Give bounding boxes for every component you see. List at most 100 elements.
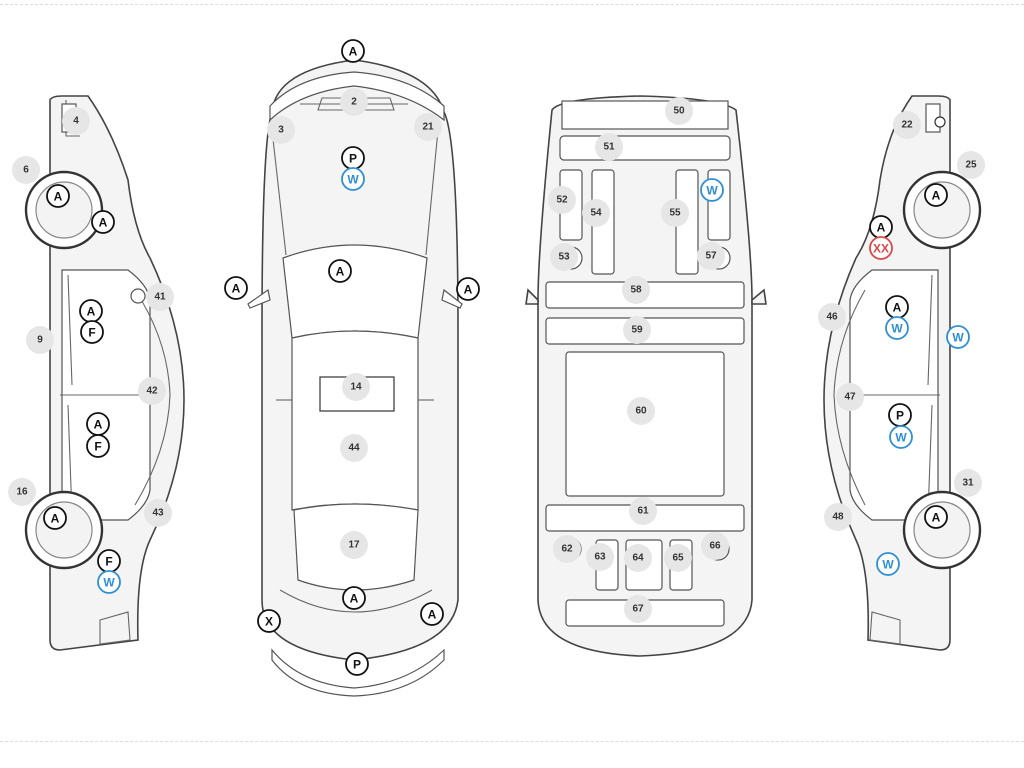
damage-mark-a[interactable]: A xyxy=(43,506,67,530)
zone-marker xyxy=(893,111,921,139)
damage-mark-circle xyxy=(924,183,948,207)
zone-number: 61 xyxy=(637,506,649,517)
damage-mark-a[interactable]: A xyxy=(91,210,115,234)
damage-mark-p[interactable]: P xyxy=(345,652,369,676)
zone-6[interactable]: 6 xyxy=(12,156,40,184)
zone-2[interactable]: 2 xyxy=(340,88,368,116)
zone-58[interactable]: 58 xyxy=(622,276,650,304)
zone-21[interactable]: 21 xyxy=(414,113,442,141)
damage-mark-a[interactable]: A xyxy=(885,295,909,319)
damage-mark-circle xyxy=(345,652,369,676)
zone-67[interactable]: 67 xyxy=(624,595,652,623)
damage-mark-f[interactable]: F xyxy=(80,320,104,344)
damage-mark-code: P xyxy=(349,152,357,166)
damage-mark-xx[interactable]: XX xyxy=(869,236,893,260)
zone-number: 16 xyxy=(16,487,28,498)
zone-42[interactable]: 42 xyxy=(138,377,166,405)
zone-marker xyxy=(342,373,370,401)
damage-mark-f[interactable]: F xyxy=(86,434,110,458)
zone-marker xyxy=(701,532,729,560)
zone-number: 53 xyxy=(558,252,570,263)
damage-mark-a[interactable]: A xyxy=(224,276,248,300)
zone-54[interactable]: 54 xyxy=(582,199,610,227)
damage-mark-code: A xyxy=(932,511,941,525)
zone-marker xyxy=(62,107,90,135)
zone-47[interactable]: 47 xyxy=(836,383,864,411)
damage-mark-a[interactable]: A xyxy=(342,586,366,610)
zone-4[interactable]: 4 xyxy=(62,107,90,135)
damage-mark-code: W xyxy=(706,184,718,198)
zone-41[interactable]: 41 xyxy=(146,283,174,311)
zone-52[interactable]: 52 xyxy=(548,186,576,214)
damage-mark-f[interactable]: F xyxy=(97,549,121,573)
zone-9[interactable]: 9 xyxy=(26,326,54,354)
damage-mark-a[interactable]: A xyxy=(420,602,444,626)
zone-53[interactable]: 53 xyxy=(550,243,578,271)
zone-48[interactable]: 48 xyxy=(824,503,852,531)
damage-mark-w[interactable]: W xyxy=(889,425,913,449)
zone-number: 64 xyxy=(632,553,644,564)
zone-65[interactable]: 65 xyxy=(664,544,692,572)
zone-46[interactable]: 46 xyxy=(818,303,846,331)
zone-marker xyxy=(624,595,652,623)
zone-50[interactable]: 50 xyxy=(665,97,693,125)
zone-55[interactable]: 55 xyxy=(661,199,689,227)
damage-mark-a[interactable]: A xyxy=(924,183,948,207)
damage-mark-a[interactable]: A xyxy=(86,412,110,436)
damage-mark-code: A xyxy=(349,45,358,59)
zone-22[interactable]: 22 xyxy=(893,111,921,139)
damage-mark-p[interactable]: P xyxy=(888,403,912,427)
damage-mark-code: A xyxy=(51,512,60,526)
zone-43[interactable]: 43 xyxy=(144,499,172,527)
zone-57[interactable]: 57 xyxy=(697,242,725,270)
damage-mark-a[interactable]: A xyxy=(341,39,365,63)
damage-mark-w[interactable]: W xyxy=(700,178,724,202)
zone-64[interactable]: 64 xyxy=(624,544,652,572)
damage-mark-code: W xyxy=(895,431,907,445)
damage-mark-code: P xyxy=(896,409,904,423)
damage-mark-a[interactable]: A xyxy=(46,184,70,208)
zone-3[interactable]: 3 xyxy=(267,116,295,144)
zone-62[interactable]: 62 xyxy=(553,535,581,563)
damage-mark-circle xyxy=(924,505,948,529)
damage-mark-w[interactable]: W xyxy=(876,552,900,576)
damage-mark-circle xyxy=(700,178,724,202)
zone-14[interactable]: 14 xyxy=(342,373,370,401)
zone-marker xyxy=(582,199,610,227)
zone-31[interactable]: 31 xyxy=(954,469,982,497)
zone-25[interactable]: 25 xyxy=(957,151,985,179)
zone-marker xyxy=(8,478,36,506)
zone-51[interactable]: 51 xyxy=(595,133,623,161)
zone-number: 66 xyxy=(709,541,721,552)
damage-mark-a[interactable]: A xyxy=(924,505,948,529)
zone-61[interactable]: 61 xyxy=(629,497,657,525)
zone-number: 25 xyxy=(965,160,977,171)
damage-mark-w[interactable]: W xyxy=(97,570,121,594)
bottom-divider xyxy=(0,741,1024,742)
damage-mark-p[interactable]: P xyxy=(341,146,365,170)
zone-16[interactable]: 16 xyxy=(8,478,36,506)
damage-mark-a[interactable]: A xyxy=(328,259,352,283)
damage-mark-circle xyxy=(342,586,366,610)
zone-number: 48 xyxy=(832,512,844,523)
zone-63[interactable]: 63 xyxy=(586,543,614,571)
damage-mark-x[interactable]: X xyxy=(257,609,281,633)
damage-mark-a[interactable]: A xyxy=(79,299,103,323)
zone-44[interactable]: 44 xyxy=(340,434,368,462)
zone-17[interactable]: 17 xyxy=(340,531,368,559)
zone-60[interactable]: 60 xyxy=(627,397,655,425)
damage-mark-w[interactable]: W xyxy=(341,167,365,191)
damage-mark-w[interactable]: W xyxy=(885,316,909,340)
zone-number: 55 xyxy=(669,208,681,219)
zone-number: 9 xyxy=(37,335,43,346)
zone-marker xyxy=(623,316,651,344)
zone-59[interactable]: 59 xyxy=(623,316,651,344)
damage-mark-a[interactable]: A xyxy=(869,215,893,239)
damage-mark-w[interactable]: W xyxy=(946,325,970,349)
zone-66[interactable]: 66 xyxy=(701,532,729,560)
car-floor-view xyxy=(525,95,767,657)
damage-mark-a[interactable]: A xyxy=(456,277,480,301)
zone-number: 42 xyxy=(146,386,158,397)
zone-number: 62 xyxy=(561,544,573,555)
